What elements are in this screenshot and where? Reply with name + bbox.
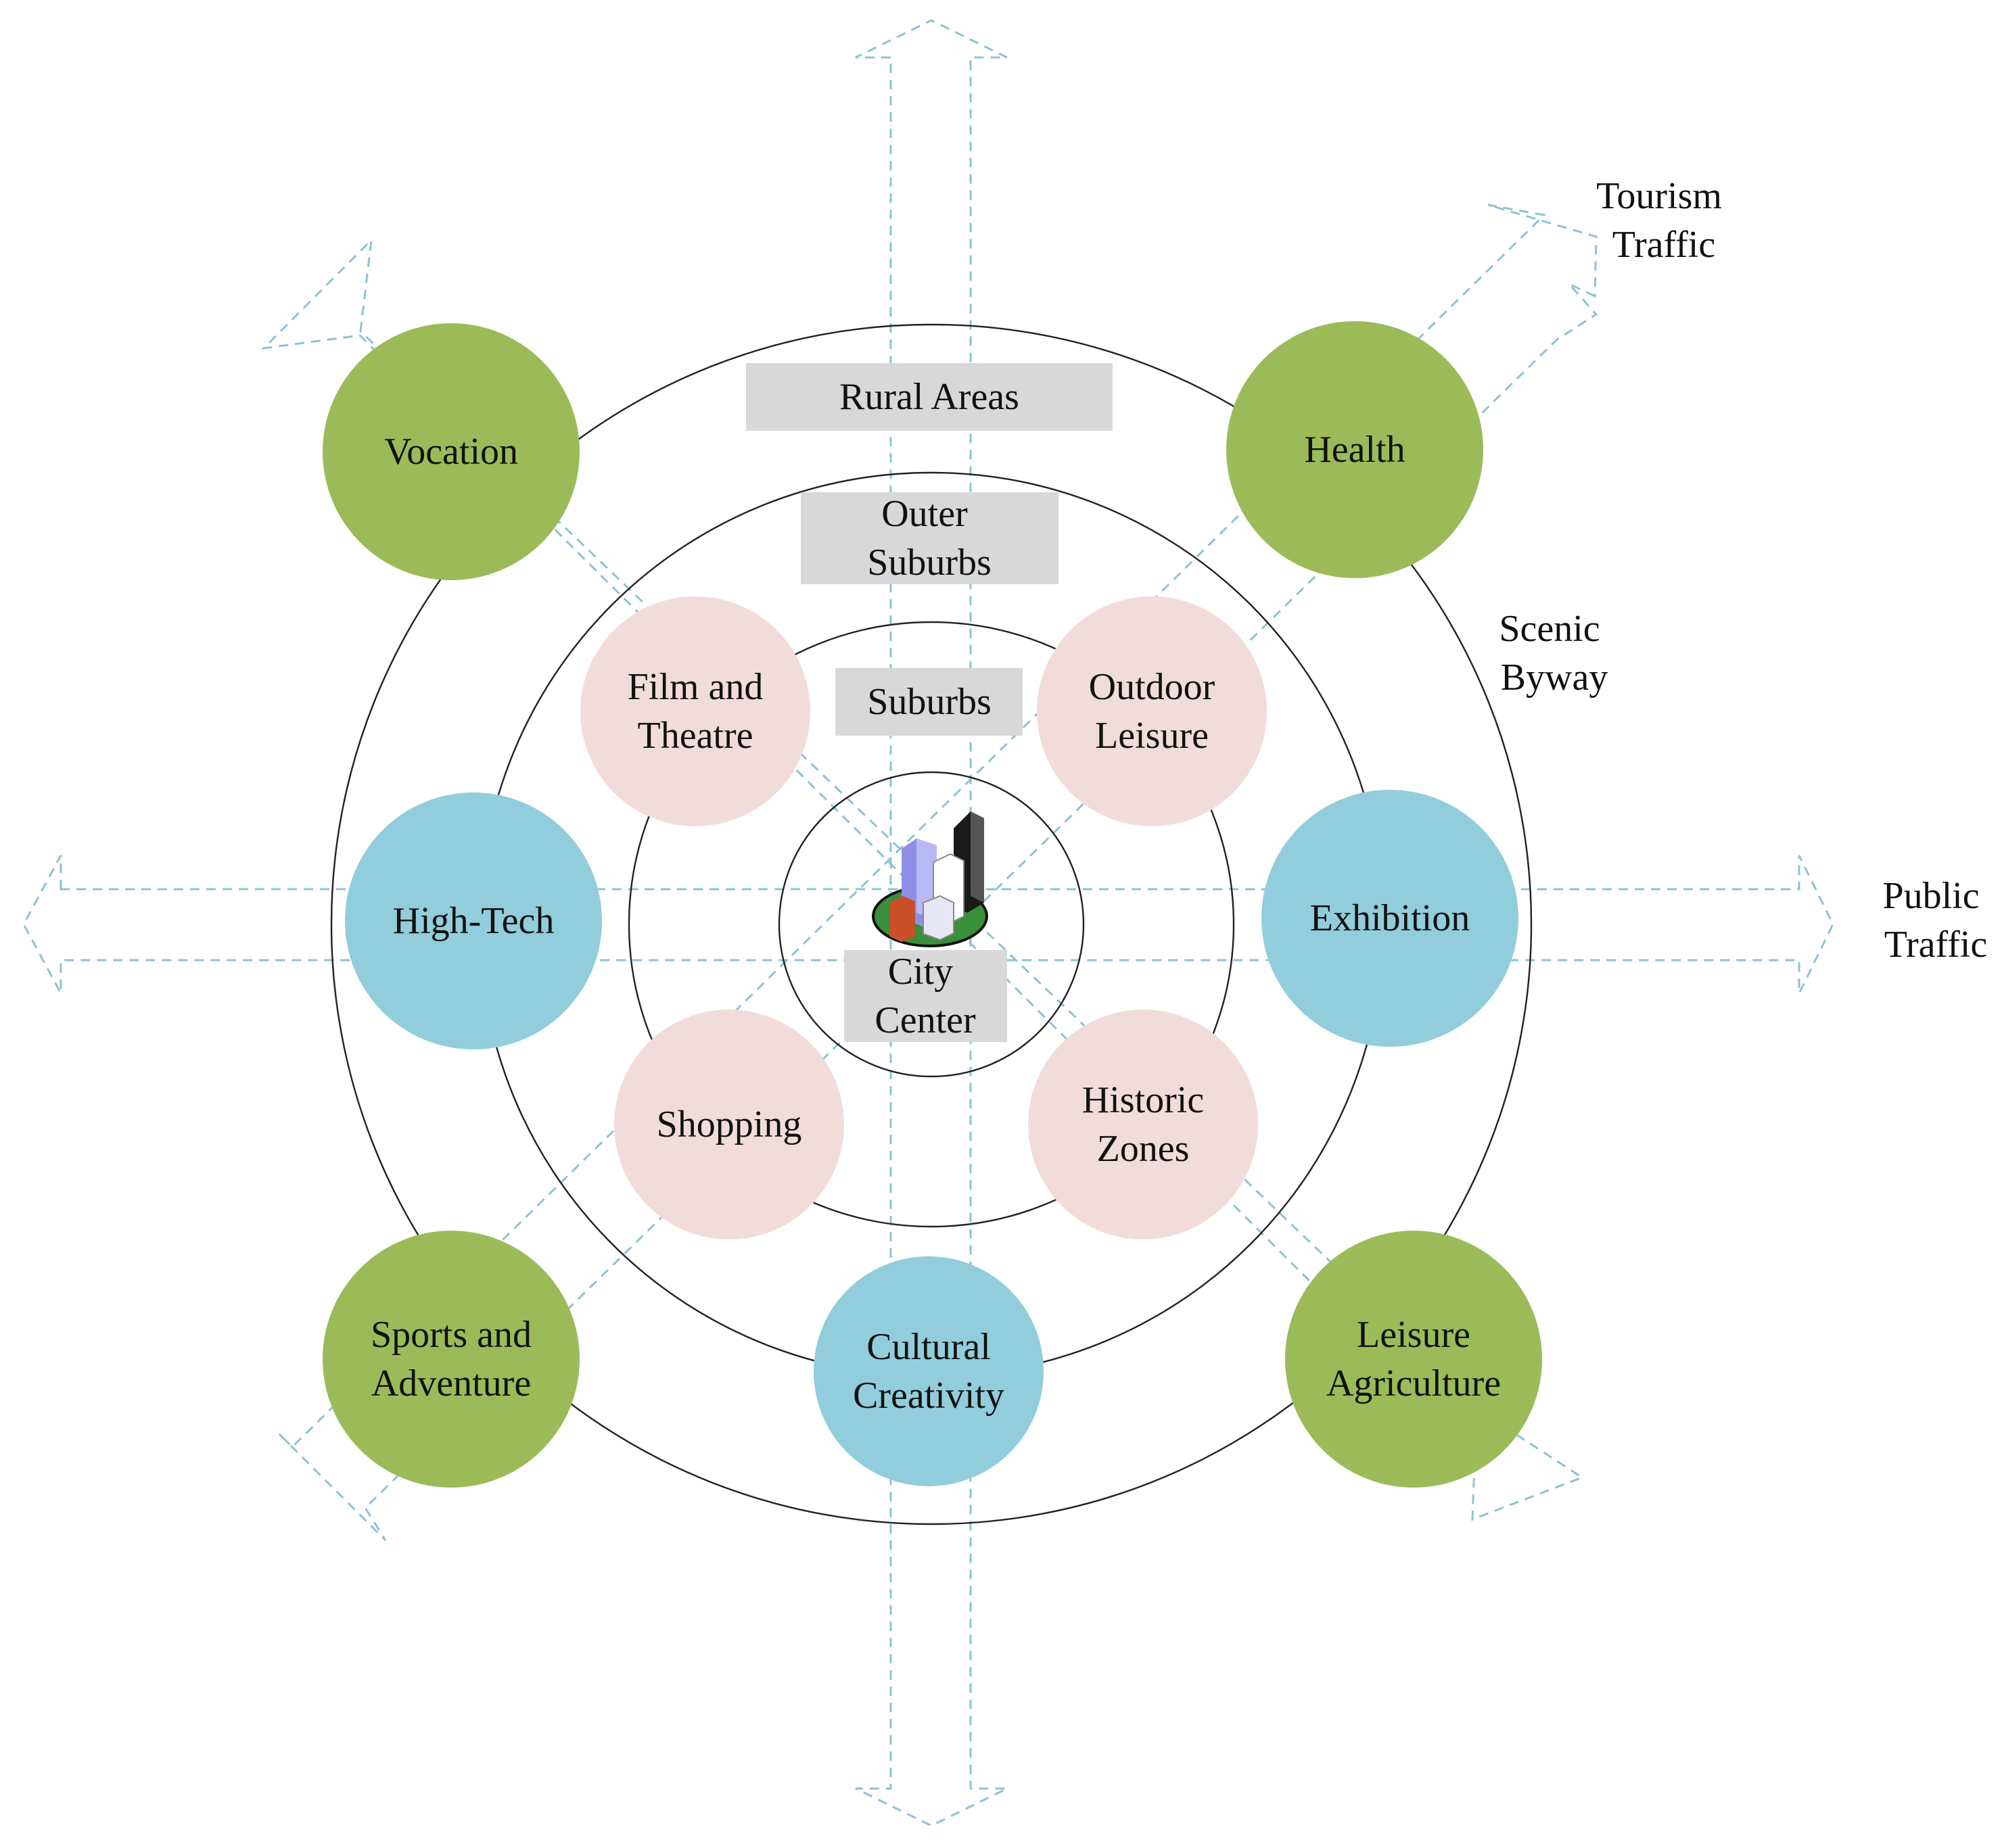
zone-label-suburbs: Suburbs (867, 681, 992, 723)
side-labels: Tourism Traffic Scenic Byway Public Traf… (1499, 175, 1989, 966)
label-public-traffic: Public Traffic (1882, 875, 1989, 966)
zone-label-city-center: City Center (875, 951, 976, 1041)
zone-box-outer-suburbs (801, 492, 1059, 584)
arrow-east-west (22, 855, 1834, 994)
label-public-traffic-line-2: Traffic (1884, 924, 1987, 966)
city-buildings-icon (872, 811, 988, 947)
node-exhibition: Exhibition (1261, 790, 1518, 1047)
label-tourism-traffic: Tourism Traffic (1596, 175, 1731, 266)
node-circle-outdoor-leisure (1037, 596, 1267, 826)
node-circle-health (1226, 321, 1483, 578)
node-label-historic-zones-line-1: Historic (1082, 1079, 1204, 1121)
node-circle-exhibition (1261, 790, 1518, 1047)
node-label-leisure-agriculture-line-2: Agriculture (1326, 1363, 1501, 1404)
node-label-historic-zones-line-2: Zones (1097, 1128, 1190, 1170)
node-circle-shopping (614, 1010, 844, 1239)
node-label-sports-and-adventure-line-1: Sports and (371, 1314, 532, 1356)
node-label-shopping-line-1: Shopping (657, 1104, 802, 1145)
label-tourism-traffic-line-1: Tourism (1596, 175, 1722, 217)
zone-label-outer-suburbs-line-1: Outer (881, 493, 968, 535)
label-scenic-byway-line-2: Byway (1501, 657, 1608, 698)
node-label-shopping: Shopping (657, 1104, 802, 1145)
node-shopping: Shopping (614, 1010, 844, 1239)
node-label-sports-and-adventure-line-2: Adventure (371, 1363, 531, 1404)
node-circle-sports-and-adventure (323, 1231, 580, 1488)
zone-box-suburbs (835, 668, 1023, 736)
ring-city-center (778, 771, 1085, 1078)
node-label-exhibition-line-1: Exhibition (1310, 897, 1470, 939)
node-label-vocation: Vocation (384, 431, 518, 473)
zone-label-city-center-line-1: City (888, 951, 953, 993)
label-scenic-byway-line-1: Scenic (1499, 608, 1600, 650)
node-circle-vocation (323, 323, 580, 580)
node-label-film-and-theatre-line-1: Film and (628, 666, 764, 708)
node-label-health-line-1: Health (1304, 429, 1405, 471)
zone-label-outer-suburbs-line-2: Suburbs (867, 542, 992, 584)
ring-suburbs (628, 621, 1235, 1228)
zone-label-rural-areas: Rural Areas (839, 376, 1019, 418)
zone-label-suburbs-line-1: Suburbs (867, 681, 992, 723)
label-public-traffic-line-1: Public (1882, 875, 1979, 917)
ring-rural-areas (330, 323, 1533, 1525)
node-circle-film-and-theatre (580, 596, 810, 826)
node-label-vocation-line-1: Vocation (384, 431, 518, 473)
zone-labels: Rural Areas Outer Suburbs Suburbs City C… (746, 363, 1113, 1042)
node-label-outdoor-leisure-line-2: Leisure (1095, 715, 1209, 757)
node-label-high-tech-line-1: High-Tech (393, 900, 555, 942)
arrow-north-south (855, 19, 1008, 1827)
zone-label-rural-areas-line-1: Rural Areas (839, 376, 1019, 418)
node-label-leisure-agriculture-line-1: Leisure (1357, 1314, 1470, 1356)
node-label-health: Health (1304, 429, 1405, 471)
node-high-tech: High-Tech (345, 792, 602, 1049)
node-label-film-and-theatre-line-2: Theatre (638, 715, 753, 757)
node-label-cultural-creativity-line-2: Creativity (853, 1375, 1004, 1417)
traffic-arrows (22, 19, 1834, 1827)
node-label-outdoor-leisure-line-1: Outdoor (1089, 666, 1215, 708)
node-circle-historic-zones (1028, 1010, 1258, 1239)
node-circle-high-tech (345, 792, 602, 1049)
zone-box-city-center (844, 950, 1007, 1042)
label-tourism-traffic-line-2: Traffic (1612, 224, 1715, 266)
node-circle-leisure-agriculture (1285, 1231, 1542, 1488)
zone-label-outer-suburbs: Outer Suburbs (867, 493, 992, 584)
zone-box-rural-areas (746, 363, 1113, 431)
zone-label-city-center-line-2: Center (875, 999, 976, 1041)
label-scenic-byway: Scenic Byway (1499, 608, 1609, 698)
node-label-cultural-creativity-line-1: Cultural (866, 1326, 991, 1368)
node-circle-cultural-creativity (814, 1256, 1044, 1486)
node-vocation: Vocation (323, 323, 580, 580)
node-label-high-tech: High-Tech (393, 900, 555, 942)
node-health: Health (1226, 321, 1483, 578)
node-label-exhibition: Exhibition (1310, 897, 1470, 939)
